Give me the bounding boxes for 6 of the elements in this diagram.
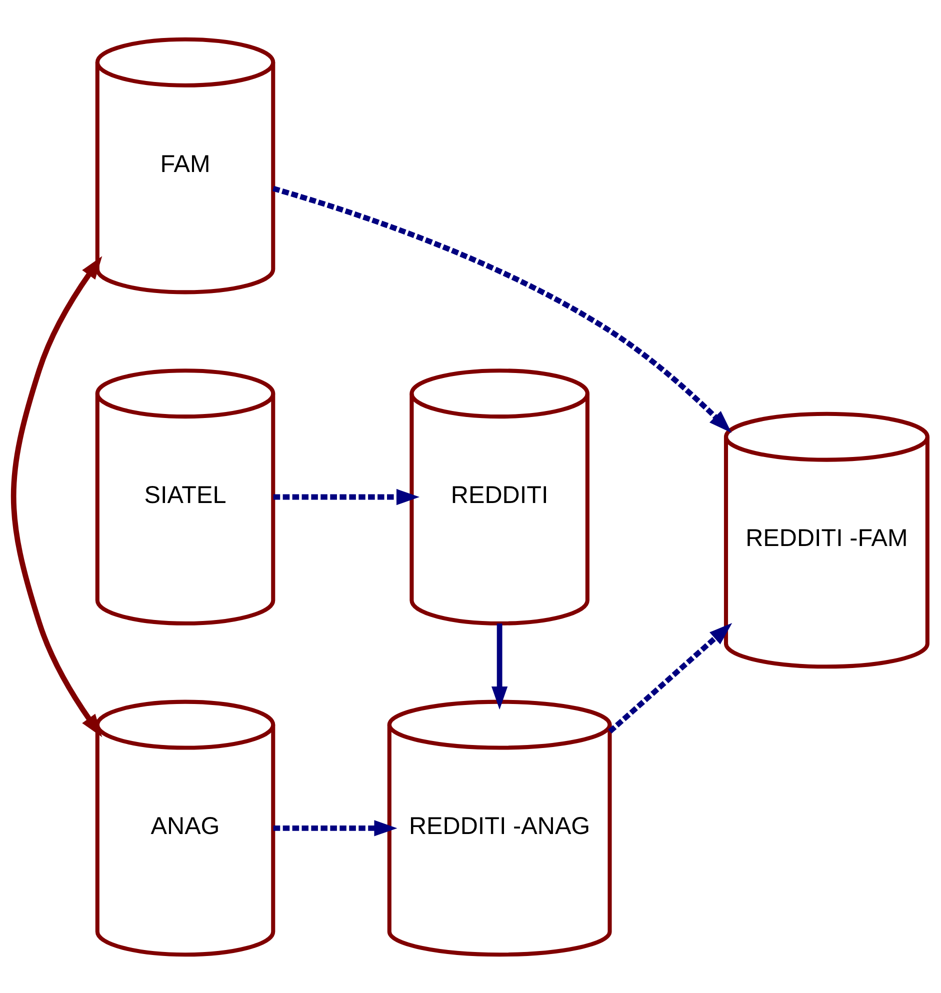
arrow [10,256,102,737]
arrow [608,622,732,734]
arrow [492,623,508,710]
arrow [273,820,398,836]
arrow [272,185,732,432]
arrow [273,488,420,505]
